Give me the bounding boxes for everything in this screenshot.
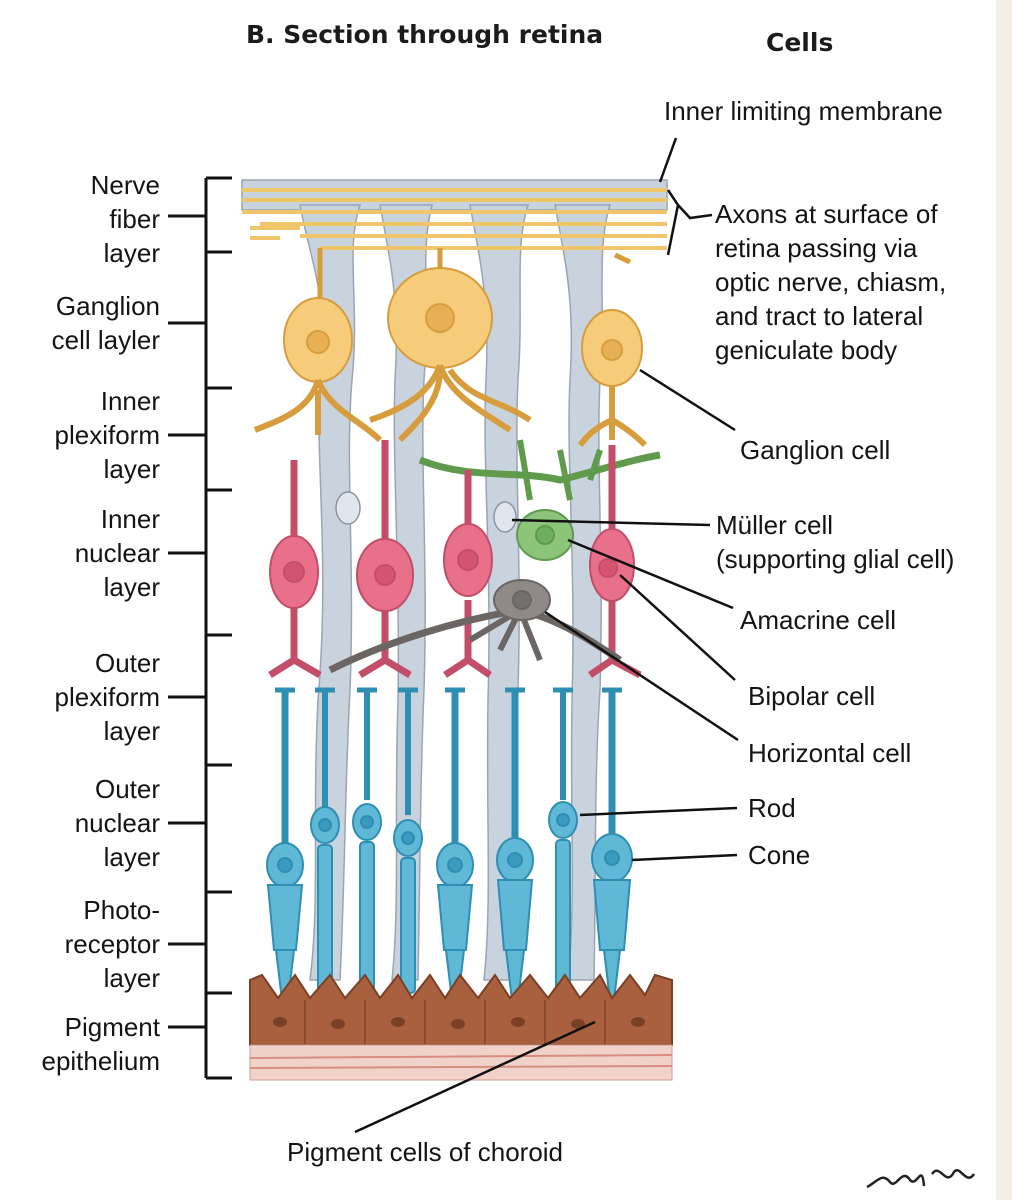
- ganglion-cells: [253, 248, 648, 448]
- axon-fibers: [242, 188, 667, 250]
- layer-label-inner-plexiform: Inner plexiform layer: [54, 386, 160, 484]
- muller-nuclei: [335, 491, 517, 533]
- cells-title: Cells: [766, 28, 834, 57]
- layer-label-inner-nuclear: Inner nuclear layer: [74, 504, 160, 602]
- choroid-layer: [249, 1044, 673, 1081]
- label-cone: Cone: [748, 840, 811, 870]
- label-bipolar-cell: Bipolar cell: [748, 681, 876, 711]
- label-pigment-cells-choroid: Pigment cells of choroid: [287, 1137, 564, 1167]
- label-ganglion-cell: Ganglion cell: [740, 435, 891, 465]
- layer-label-outer-nuclear: Outer nuclear layer: [74, 774, 160, 872]
- bipolar-cells: [268, 440, 642, 679]
- layer-label-pigment-epithelium: Pigment epithelium: [41, 1012, 160, 1076]
- layer-label-ganglion-cell: Ganglion cell layler: [51, 291, 160, 355]
- label-amacrine-cell: Amacrine cell: [740, 605, 897, 635]
- page-edge: [996, 0, 1012, 1200]
- label-rod: Rod: [748, 793, 796, 823]
- layer-bracket: [168, 176, 232, 1080]
- section-title: B. Section through retina: [246, 20, 604, 49]
- layer-label-outer-plexiform: Outer plexiform layer: [54, 648, 160, 746]
- layer-label-photoreceptor: Photo- receptor layer: [64, 895, 160, 993]
- layer-label-nerve-fiber: Nerve fiber layer: [90, 170, 160, 268]
- label-horizontal-cell: Horizontal cell: [748, 738, 912, 768]
- label-axons: Axons at surface of retina passing via o…: [715, 199, 947, 365]
- label-muller-cell: Müller cell (supporting glial cell): [716, 510, 955, 574]
- artist-signature: [866, 1169, 976, 1189]
- leader-lines: [354, 137, 739, 1134]
- pigment-epithelium: [249, 973, 673, 1046]
- photoreceptors: [266, 687, 633, 1001]
- label-inner-limiting-membrane: Inner limiting membrane: [664, 96, 943, 126]
- amacrine-cell: [418, 439, 661, 561]
